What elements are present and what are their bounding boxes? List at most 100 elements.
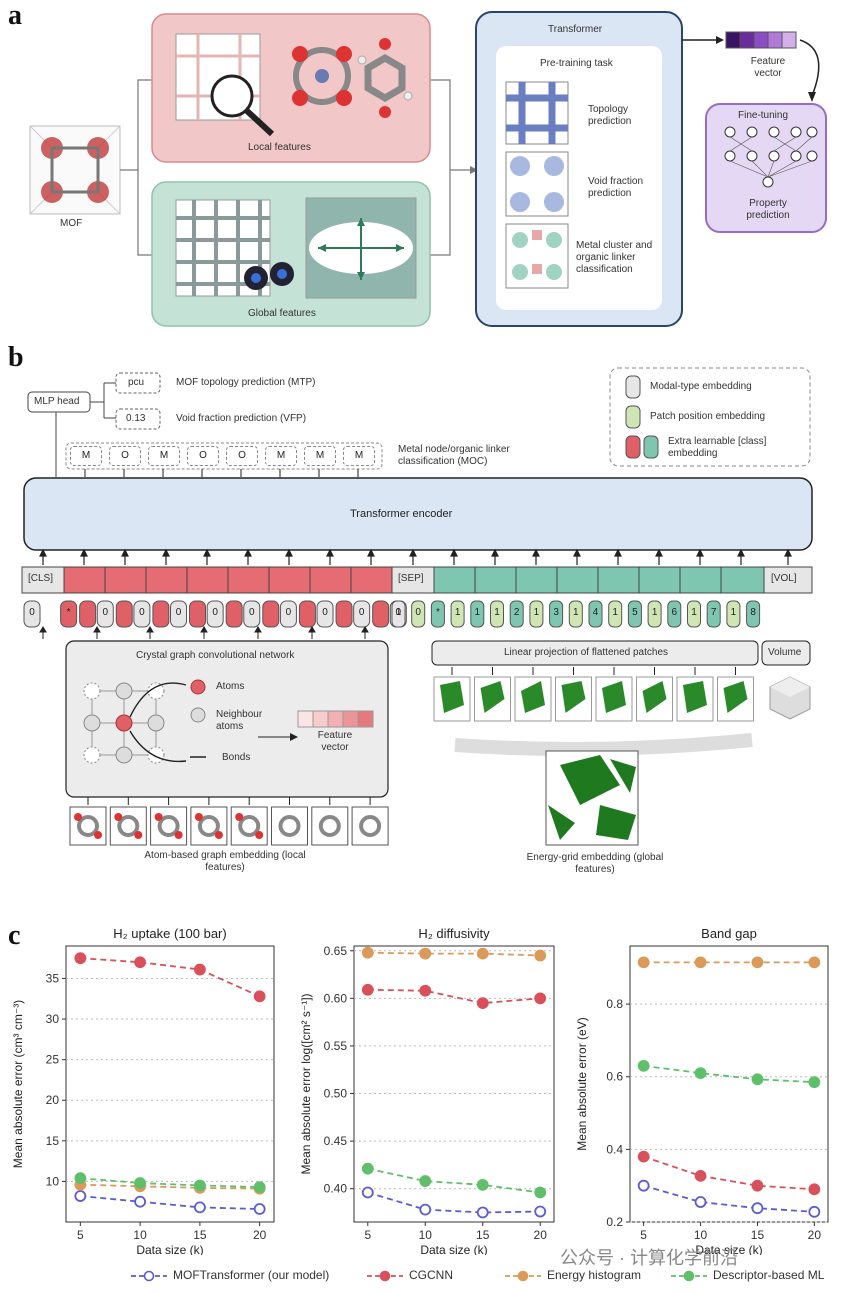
feature-vector-b-label: Feature vector bbox=[317, 730, 353, 753]
local-features-label: Local features bbox=[248, 142, 311, 153]
moc-token: M bbox=[304, 446, 336, 466]
x-axis-label: Data size (k) bbox=[136, 1243, 203, 1255]
feature-vector-bar bbox=[725, 31, 797, 49]
y-axis-label: Mean absolute error (eV) bbox=[575, 1017, 589, 1150]
legend-item-mof: MOFTransformer (our model) bbox=[130, 1268, 329, 1282]
data-point bbox=[74, 952, 87, 965]
y-axis-label: Mean absolute error (cm³ cm⁻³) bbox=[11, 1000, 25, 1168]
x-tick-label: 5 bbox=[640, 1228, 647, 1242]
position-digit: 0 bbox=[285, 607, 292, 618]
y-tick-label: 0.6 bbox=[606, 1070, 623, 1084]
legend-item-cgcnn: CGCNN bbox=[366, 1268, 453, 1282]
panel-a-diagram bbox=[29, 11, 827, 327]
data-point bbox=[694, 1067, 707, 1080]
data-point bbox=[808, 956, 821, 969]
series-line bbox=[643, 1064, 815, 1084]
energy-embedding-label: Energy-grid embedding (global features) bbox=[526, 852, 664, 875]
position-digit: * bbox=[66, 607, 71, 618]
y-tick-label: 0.4 bbox=[606, 1142, 623, 1156]
moc-token: O bbox=[226, 446, 258, 466]
data-point bbox=[808, 1205, 821, 1218]
y-tick-label: 30 bbox=[46, 1012, 60, 1026]
x-axis-label: Data size (k) bbox=[695, 1243, 762, 1255]
moc-label: Metal node/organic linker classification… bbox=[398, 444, 510, 467]
mtp-label: MOF topology prediction (MTP) bbox=[176, 377, 316, 388]
vol-token: [VOL] bbox=[771, 573, 797, 584]
data-point bbox=[694, 1169, 707, 1182]
data-point bbox=[751, 956, 764, 969]
linear-projection-label: Linear projection of flattened patches bbox=[504, 647, 668, 658]
series-line bbox=[80, 957, 261, 998]
y-axis-label: Mean absolute error log([cm² s⁻¹]) bbox=[299, 993, 313, 1174]
plot-frame bbox=[629, 945, 829, 1223]
position-digit: 0 bbox=[139, 607, 145, 618]
x-tick-label: 20 bbox=[534, 1228, 548, 1242]
data-point bbox=[751, 1073, 764, 1086]
position-digit: 0 bbox=[395, 607, 402, 618]
legend-marker bbox=[379, 1270, 391, 1282]
y-tick-label: 25 bbox=[46, 1053, 60, 1067]
data-point bbox=[751, 1179, 764, 1192]
mof-label: MOF bbox=[60, 218, 83, 229]
global-features-label: Global features bbox=[248, 308, 316, 319]
position-digit: 0 bbox=[102, 607, 109, 618]
x-tick-label: 5 bbox=[364, 1228, 371, 1242]
y-tick-label: 10 bbox=[46, 1174, 60, 1188]
data-point bbox=[476, 997, 489, 1010]
patch-digit: 1 bbox=[454, 607, 461, 618]
moc-token: M bbox=[343, 446, 375, 466]
data-point bbox=[419, 1203, 432, 1216]
data-point bbox=[534, 949, 547, 962]
legend-modal: Modal-type embedding bbox=[650, 381, 752, 392]
patch-digit: 0 bbox=[415, 607, 421, 618]
data-point bbox=[694, 1196, 707, 1208]
position-digit: 0 bbox=[322, 607, 328, 618]
data-point bbox=[74, 1190, 87, 1202]
data-point bbox=[253, 1203, 266, 1215]
chart-title: H₂ diffusivity bbox=[418, 926, 490, 941]
patch-digit: 3 bbox=[553, 607, 559, 618]
panel-b-label: b bbox=[8, 342, 24, 373]
data-point bbox=[476, 947, 489, 960]
data-point bbox=[808, 1183, 821, 1196]
legend-cls: Extra learnable [class] embedding bbox=[668, 436, 767, 459]
y-tick-label: 15 bbox=[46, 1134, 60, 1148]
panel-a-label: a bbox=[8, 0, 22, 31]
x-tick-label: 15 bbox=[193, 1228, 207, 1242]
position-digit: 0 bbox=[212, 607, 218, 618]
binoculars-icon bbox=[244, 262, 294, 290]
data-point bbox=[193, 1179, 206, 1192]
y-tick-label: 0.45 bbox=[324, 1134, 348, 1148]
data-point bbox=[361, 1186, 374, 1199]
cgcnn-title: Crystal graph convolutional network bbox=[136, 650, 295, 661]
y-tick-label: 0.40 bbox=[324, 1182, 348, 1196]
y-tick-label: 35 bbox=[46, 971, 60, 985]
data-point bbox=[134, 1177, 147, 1189]
position-digit: 0 bbox=[358, 607, 365, 618]
mof-structure-image bbox=[29, 125, 121, 215]
y-tick-label: 0.65 bbox=[324, 944, 348, 958]
property-label: Property prediction bbox=[746, 198, 790, 221]
patch-digit: 5 bbox=[632, 607, 638, 618]
pretraining-title: Pre-training task bbox=[540, 58, 613, 69]
data-point bbox=[193, 1201, 206, 1214]
feature-vector-label: Feature vector bbox=[750, 56, 786, 79]
position-digit: 0 bbox=[175, 607, 182, 618]
atom-embedding-label: Atom-based graph embedding (local featur… bbox=[144, 850, 306, 873]
data-point bbox=[361, 1162, 374, 1175]
transformer-title: Transformer bbox=[548, 24, 603, 35]
neighbour-label: Neighbour atoms bbox=[216, 709, 263, 732]
panel-c-label: c bbox=[8, 920, 21, 951]
data-point bbox=[253, 990, 266, 1003]
metal-cluster-image bbox=[292, 46, 352, 106]
patch-digit: 1 bbox=[494, 607, 500, 618]
data-point bbox=[419, 947, 432, 960]
patch-digit: 6 bbox=[671, 607, 678, 618]
series-line bbox=[367, 951, 541, 957]
bonds-label: Bonds bbox=[222, 752, 251, 763]
data-point bbox=[534, 1186, 547, 1199]
organic-linker-image bbox=[357, 38, 413, 118]
